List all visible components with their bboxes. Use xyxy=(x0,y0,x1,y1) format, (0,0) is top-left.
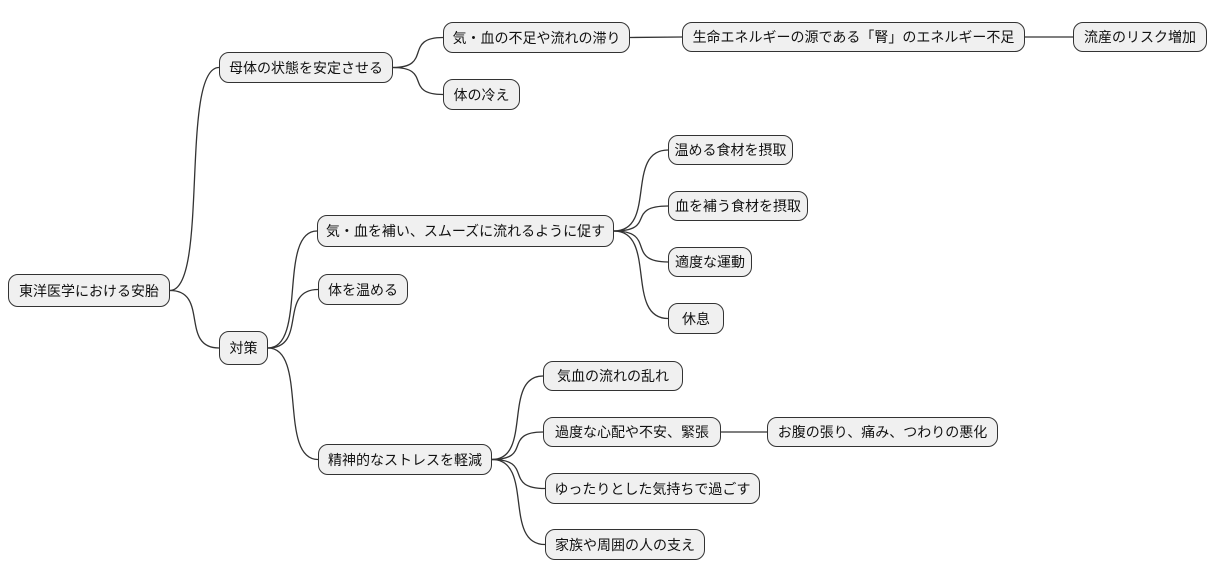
mindmap-edge-stabilize-to-cold xyxy=(392,66,444,96)
mindmap-node-deficiency: 気・血の不足や流れの滞り xyxy=(443,22,630,53)
mindmap-node-warm-food: 温める食材を摂取 xyxy=(668,135,793,165)
mindmap-edge-stress-to-flow-disorder xyxy=(491,375,544,461)
mindmap-node-stress: 精神的なストレスを軽減 xyxy=(318,444,492,475)
mindmap-edge-replenish-to-exercise xyxy=(613,230,669,263)
mindmap-edge-root-to-stabilize xyxy=(169,66,220,292)
mindmap-node-cold: 体の冷え xyxy=(443,79,520,110)
mindmap-node-exercise: 適度な運動 xyxy=(668,247,752,277)
mindmap-node-relax: ゆったりとした気持ちで過ごす xyxy=(545,473,760,504)
mindmap-node-blood-food: 血を補う食材を摂取 xyxy=(668,191,808,221)
mindmap-node-warm-body: 体を温める xyxy=(318,274,408,305)
mindmap-edge-stabilize-to-deficiency xyxy=(392,36,444,69)
mindmap-node-rest: 休息 xyxy=(668,303,724,334)
mindmap-edge-replenish-to-blood-food xyxy=(613,205,669,232)
mindmap-node-flow-disorder: 気血の流れの乱れ xyxy=(543,361,683,391)
mindmap-edge-measures-to-warm-body xyxy=(267,288,319,349)
mindmap-node-measures: 対策 xyxy=(219,331,268,365)
mindmap-edge-deficiency-to-kidney xyxy=(629,36,683,39)
mindmap-node-anxiety: 過度な心配や不安、緊張 xyxy=(543,417,721,447)
mindmap-edge-replenish-to-rest xyxy=(613,230,669,320)
mindmap-node-stabilize: 母体の状態を安定させる xyxy=(219,52,393,83)
mindmap-edge-root-to-measures xyxy=(169,289,220,349)
mindmap-edge-stress-to-family xyxy=(491,458,546,546)
mindmap-node-replenish: 気・血を補い、スムーズに流れるように促す xyxy=(317,215,614,247)
mindmap-edge-stress-to-relax xyxy=(491,458,546,490)
mindmap-edge-measures-to-stress xyxy=(267,347,319,461)
mindmap-node-worsening: お腹の張り、痛み、つわりの悪化 xyxy=(767,417,998,447)
mindmap-node-kidney: 生命エネルギーの源である「腎」のエネルギー不足 xyxy=(682,22,1025,52)
mindmap-edge-measures-to-replenish xyxy=(267,230,318,349)
mindmap-node-miscarriage: 流産のリスク増加 xyxy=(1073,22,1207,52)
mindmap-edge-stress-to-anxiety xyxy=(491,431,544,461)
mindmap-edge-replenish-to-warm-food xyxy=(613,149,669,232)
mindmap-node-family: 家族や周囲の人の支え xyxy=(545,529,705,560)
mindmap-node-root: 東洋医学における安胎 xyxy=(8,274,170,307)
